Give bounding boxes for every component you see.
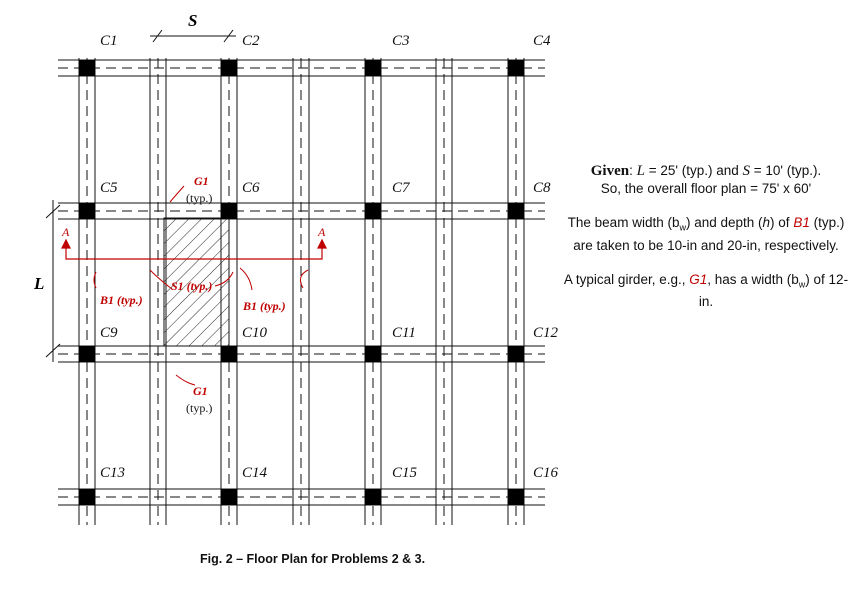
beam-text-1: The beam width (b — [567, 215, 680, 230]
callout-g1-bottom-sub: (typ.) — [186, 401, 212, 415]
column-block — [221, 489, 237, 505]
column-label-c13: C13 — [100, 465, 125, 481]
notes-panel: Given: L = 25' (typ.) and S = 10' (typ.)… — [562, 162, 850, 327]
column-label-c8: C8 — [533, 180, 551, 196]
structural-grid — [58, 58, 545, 525]
column-block — [79, 60, 95, 76]
column-label-c10: C10 — [242, 325, 268, 341]
given-l: L — [636, 163, 645, 179]
column-block — [508, 346, 524, 362]
given-text-1: : — [629, 163, 637, 178]
column-label-c16: C16 — [533, 465, 559, 481]
column-block — [508, 60, 524, 76]
column-label-c15: C15 — [392, 465, 418, 481]
column-label-c1: C1 — [100, 33, 118, 49]
girder-note: A typical girder, e.g., G1, has a width … — [562, 271, 850, 312]
beam-note: The beam width (bw) and depth (h) of B1 … — [562, 214, 850, 255]
column-block — [508, 489, 524, 505]
column-block — [79, 203, 95, 219]
column-block — [221, 346, 237, 362]
callout-g1-bottom: G1 — [193, 384, 208, 398]
callout-g1-top: G1 — [194, 174, 209, 188]
column-block — [365, 346, 381, 362]
column-block — [508, 203, 524, 219]
beam-text-2: ) and depth ( — [685, 215, 763, 230]
length-label: L — [33, 274, 44, 293]
column-label-c6: C6 — [242, 180, 260, 196]
figure-caption: Fig. 2 – Floor Plan for Problems 2 & 3. — [200, 552, 426, 566]
given-label: Given — [590, 163, 630, 179]
column-block — [221, 203, 237, 219]
girder-text-1: A typical girder, e.g., — [563, 271, 690, 287]
slab-s1-hatch — [163, 217, 230, 347]
callout-g1-top-sub: (typ.) — [186, 191, 212, 205]
given-text-2: = 25' (typ.) and — [644, 163, 743, 178]
span-dimension — [150, 29, 236, 43]
column-label-c11: C11 — [392, 325, 416, 341]
column-block — [79, 346, 95, 362]
length-dimension — [45, 200, 61, 362]
column-label-c14: C14 — [242, 465, 268, 481]
given-note: Given: L = 25' (typ.) and S = 10' (typ.)… — [562, 162, 850, 198]
beam-sub-w: w — [679, 222, 686, 233]
callout-s1: S1 (typ.) — [171, 279, 212, 293]
beam-h: h — [762, 215, 771, 230]
given-s: S — [742, 163, 750, 179]
given-text-3: = 10' (typ.). — [749, 163, 822, 178]
column-block — [365, 60, 381, 76]
section-label-right: A — [317, 225, 326, 239]
beam-text-3: ) of — [770, 215, 794, 230]
overall-plan-note: So, the overall floor plan = 75' x 60' — [600, 181, 812, 196]
beam-text-4: (typ.) are taken to be 10-in and 20-in, … — [573, 215, 845, 253]
column-blocks — [79, 60, 524, 505]
girder-sub-w: w — [798, 279, 806, 290]
beam-ref: B1 — [793, 215, 810, 230]
column-label-c3: C3 — [392, 33, 410, 49]
girder-text-3: ) of 12-in. — [698, 271, 849, 310]
column-block — [365, 203, 381, 219]
column-label-c5: C5 — [100, 180, 118, 196]
column-block — [365, 489, 381, 505]
section-line — [61, 238, 327, 260]
callout-b1-left: B1 (typ.) — [99, 293, 143, 307]
column-label-c4: C4 — [533, 33, 551, 49]
column-block — [221, 60, 237, 76]
column-label-c7: C7 — [392, 180, 411, 196]
section-label-left: A — [61, 225, 70, 239]
callout-leaders — [93, 185, 309, 386]
girder-text-2: , has a width (b — [707, 271, 799, 287]
column-label-c2: C2 — [242, 33, 260, 49]
span-label: S — [188, 11, 197, 30]
callout-b1-right: B1 (typ.) — [242, 299, 286, 313]
column-label-c12: C12 — [533, 325, 559, 341]
column-label-c9: C9 — [100, 325, 118, 341]
column-block — [79, 489, 95, 505]
girder-ref: G1 — [689, 271, 708, 287]
